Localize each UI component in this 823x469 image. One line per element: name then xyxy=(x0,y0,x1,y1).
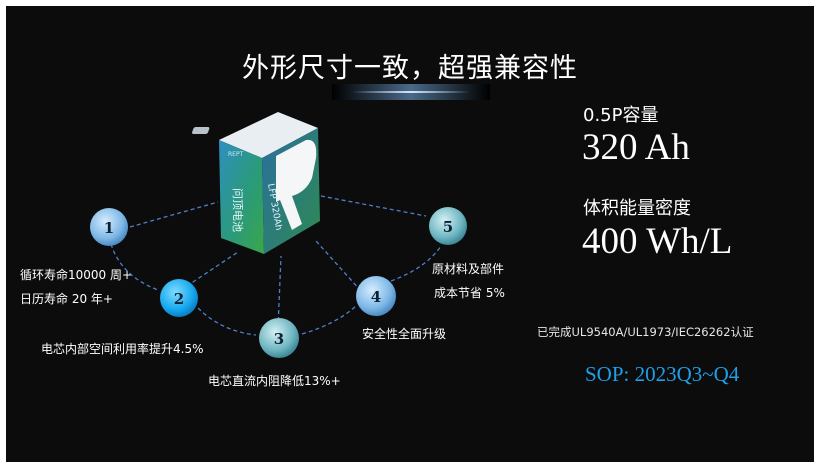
title-underline-bar xyxy=(332,84,490,100)
spec-capacity-label: 0.5P容量 xyxy=(583,105,659,126)
feature-label-4: 安全性全面升级 xyxy=(362,327,447,341)
feature-node-3: 3 xyxy=(259,318,299,358)
feature-node-2: 2 xyxy=(160,279,198,317)
feature-label-5-line1: 原材料及部件 xyxy=(432,262,505,276)
connector-1-battery xyxy=(129,201,219,228)
spec-capacity-value: 320 Ah xyxy=(582,127,690,168)
brand-r-logo xyxy=(276,139,317,230)
feature-label-1-line2: 日历寿命 20 年+ xyxy=(20,292,113,306)
battery-cell-image: REPT 问顶电池 LFP 320Ah xyxy=(192,112,320,254)
slide: 外形尺寸一致，超强兼容性 xyxy=(6,6,814,462)
feature-label-1-line1: 循环寿命10000 周+ xyxy=(20,268,133,282)
svg-text:2: 2 xyxy=(174,290,184,308)
svg-text:5: 5 xyxy=(443,218,453,236)
connector-4-battery xyxy=(315,240,362,292)
feature-label-2: 电芯内部空间利用率提升4.5% xyxy=(41,342,204,356)
feature-node-5: 5 xyxy=(429,207,467,245)
svg-text:3: 3 xyxy=(274,330,284,348)
certification-text: 已完成UL9540A/UL1973/IEC26262认证 xyxy=(537,325,754,339)
svg-text:4: 4 xyxy=(371,288,381,306)
feature-node-1: 1 xyxy=(90,208,128,246)
connector-3-battery xyxy=(277,255,282,329)
connector-2-battery xyxy=(180,251,239,291)
arc-4-5 xyxy=(390,245,442,282)
feature-label-3: 电芯直流内阻降低13%+ xyxy=(208,374,341,388)
arc-2-3 xyxy=(197,307,257,336)
spec-density-value: 400 Wh/L xyxy=(582,221,733,262)
battery-brand-mark: REPT xyxy=(228,151,244,158)
feature-diagram: REPT 问顶电池 LFP 320Ah 1 2 3 4 5 xyxy=(90,112,467,358)
arc-3-4 xyxy=(301,305,357,335)
sop-date: SOP: 2023Q3~Q4 xyxy=(585,362,740,386)
feature-label-5-line2: 成本节省 5% xyxy=(434,286,505,300)
feature-node-4: 4 xyxy=(356,276,396,316)
battery-top-face xyxy=(219,112,318,158)
slide-title: 外形尺寸一致，超强兼容性 xyxy=(242,53,578,84)
dashed-connectors xyxy=(110,195,442,336)
battery-front-face xyxy=(219,140,264,254)
battery-brand-text: 问顶电池 xyxy=(231,188,244,232)
spec-density-label: 体积能量密度 xyxy=(583,198,691,219)
svg-text:1: 1 xyxy=(104,219,114,237)
connector-5-battery xyxy=(320,195,427,217)
